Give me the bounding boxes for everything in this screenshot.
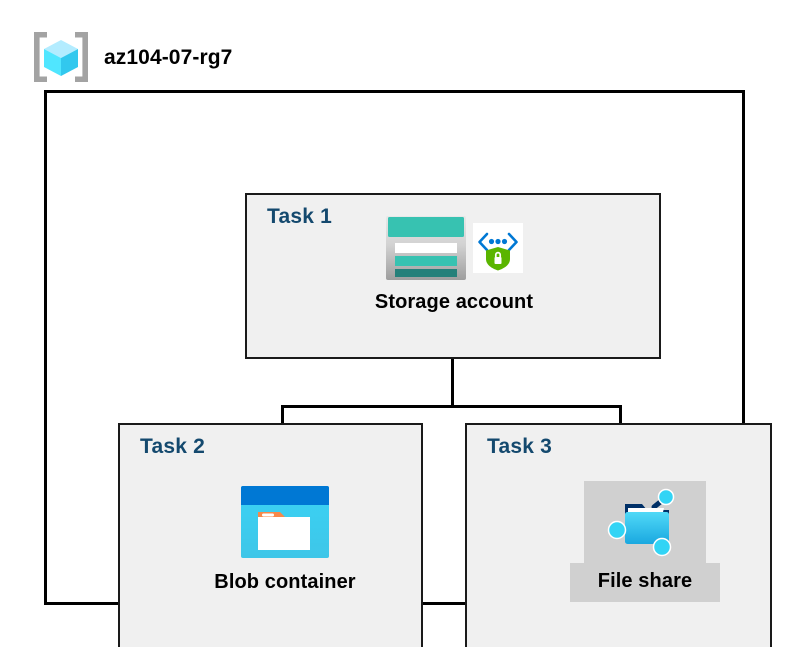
blob-container-caption: Blob container <box>214 571 356 593</box>
storage-account-caption: Storage account <box>374 291 534 313</box>
file-share-selection-highlight-icon <box>584 481 706 563</box>
task-1-label: Task 1 <box>267 205 333 228</box>
file-share-selection-highlight-label: File share <box>569 563 721 602</box>
resource-group-frame: Task 1 <box>44 90 772 647</box>
file-share-icon <box>607 488 675 557</box>
storage-account-icon-group <box>385 215 523 281</box>
storage-account-icon <box>386 216 466 280</box>
connector-horizontal-bus <box>281 405 622 408</box>
secure-endpoint-shield-icon <box>473 223 523 273</box>
task-2-label: Task 2 <box>140 435 206 458</box>
blob-container-icon <box>241 486 329 558</box>
task-3-label: Task 3 <box>487 435 553 458</box>
resource-group-header: az104-07-rg7 <box>30 26 330 88</box>
file-share-caption: File share <box>597 570 693 592</box>
node-file-share[interactable]: File share <box>554 481 736 602</box>
node-blob-container[interactable]: Blob container <box>197 485 373 594</box>
connector-storage-down <box>451 359 454 407</box>
azure-resource-group-icon <box>34 32 88 82</box>
node-storage-account[interactable]: Storage account <box>338 215 570 314</box>
resource-group-title: az104-07-rg7 <box>104 45 233 69</box>
